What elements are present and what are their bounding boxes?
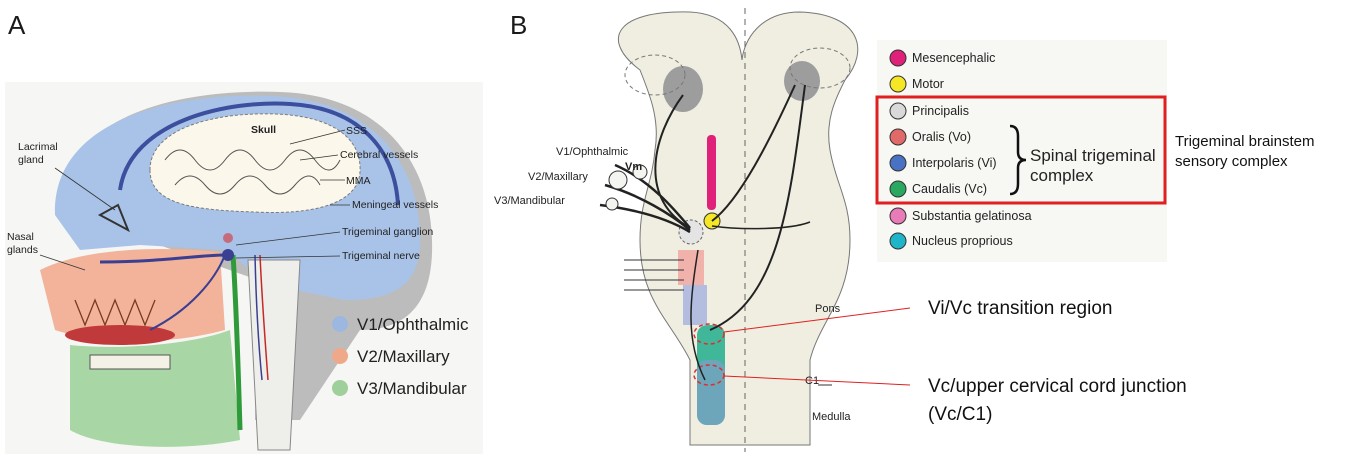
legend-b-item-motor: Motor bbox=[890, 76, 944, 92]
legend-b-swatch-proprious bbox=[890, 233, 906, 249]
brace-label-line2: complex bbox=[1030, 166, 1094, 185]
label-pons: Pons bbox=[815, 303, 841, 315]
legend-a-label-v3: V3/Mandibular bbox=[357, 379, 467, 398]
legend-b-label-motor: Motor bbox=[912, 77, 944, 91]
legend-b-swatch-mesencephalic bbox=[890, 50, 906, 66]
label-mma: MMA bbox=[346, 175, 371, 187]
panel-b-illustration: V1/Ophthalmic Vm V2/Maxillary V3/Mandibu… bbox=[494, 8, 858, 452]
label-trigeminal-nerve: Trigeminal nerve bbox=[342, 250, 420, 262]
legend-b-label-substantia: Substantia gelatinosa bbox=[912, 209, 1032, 223]
ganglion-v3 bbox=[606, 198, 618, 210]
label-lacrimal: Lacrimal bbox=[18, 141, 58, 153]
trigeminal-ganglion bbox=[222, 249, 234, 261]
legend-b-item-principalis: Principalis bbox=[890, 103, 969, 119]
brace-label-line1: Spinal trigeminal bbox=[1030, 146, 1156, 165]
legend-b-label-interpolaris: Interpolaris (Vi) bbox=[912, 156, 997, 170]
legend-b-swatch-interpolaris bbox=[890, 155, 906, 171]
legend-a-label-v2: V2/Maxillary bbox=[357, 347, 450, 366]
legend-b-label-oralis: Oralis (Vo) bbox=[912, 130, 971, 144]
legend-a-swatch-v2 bbox=[332, 348, 348, 364]
label-cerebral-vessels: Cerebral vessels bbox=[340, 149, 418, 161]
legend-b-swatch-caudalis bbox=[890, 181, 906, 197]
legend-b-swatch-oralis bbox=[890, 129, 906, 145]
label-sss: SSS bbox=[346, 125, 367, 137]
side-label-line1: Trigeminal brainstem bbox=[1175, 133, 1315, 150]
label-vm: Vm bbox=[625, 161, 642, 173]
label-v2-maxillary: V2/Maxillary bbox=[528, 171, 588, 183]
left-upper-nucleus bbox=[663, 66, 703, 112]
legend-b-label-principalis: Principalis bbox=[912, 104, 969, 118]
label-trigeminal-ganglion: Trigeminal ganglion bbox=[342, 226, 433, 238]
legend-a-swatch-v3 bbox=[332, 380, 348, 396]
label-meningeal-vessels: Meningeal vessels bbox=[352, 199, 438, 211]
side-label-line2: sensory complex bbox=[1175, 153, 1288, 170]
v3-region bbox=[70, 330, 240, 447]
legend-b-label-proprious: Nucleus proprious bbox=[912, 234, 1013, 248]
callout-transition: Vi/Vc transition region bbox=[928, 298, 1112, 319]
legend-b-label-mesencephalic: Mesencephalic bbox=[912, 51, 995, 65]
callout-junction-line2: (Vc/C1) bbox=[928, 404, 992, 425]
legend-b-label-caudalis: Caudalis (Vc) bbox=[912, 182, 987, 196]
mesencephalic-nucleus bbox=[707, 135, 716, 210]
panel-a-illustration: Skull SSS Cerebral vessels MMA Meningeal… bbox=[5, 82, 483, 454]
tongue bbox=[65, 325, 175, 345]
ganglion-dot bbox=[223, 233, 233, 243]
label-medulla: Medulla bbox=[812, 411, 851, 423]
ganglion-v2 bbox=[609, 171, 627, 189]
legend-a-label-v1: V1/Ophthalmic bbox=[357, 315, 469, 334]
lower-teeth bbox=[90, 355, 170, 369]
legend-b-swatch-substantia bbox=[890, 208, 906, 224]
label-skull: Skull bbox=[251, 124, 276, 136]
callout-junction-line1: Vc/upper cervical cord junction bbox=[928, 376, 1187, 397]
label-v1-ophthalmic: V1/Ophthalmic bbox=[556, 146, 629, 158]
label-nasal-glands: glands bbox=[7, 244, 38, 256]
label-c1: C1 bbox=[805, 375, 819, 387]
label-v3-mandibular: V3/Mandibular bbox=[494, 195, 565, 207]
legend-b-item-substantia: Substantia gelatinosa bbox=[890, 208, 1032, 224]
label-nasal: Nasal bbox=[7, 231, 34, 243]
legend-b-swatch-motor bbox=[890, 76, 906, 92]
label-lacrimal-gland: gland bbox=[18, 154, 44, 166]
legend-b-item-oralis: Oralis (Vo) bbox=[890, 129, 971, 145]
interpolaris-region bbox=[683, 285, 707, 325]
legend-a-swatch-v1 bbox=[332, 316, 348, 332]
panel-b-legend: Mesencephalic Motor Principalis Oralis (… bbox=[877, 40, 1167, 262]
legend-b-swatch-principalis bbox=[890, 103, 906, 119]
